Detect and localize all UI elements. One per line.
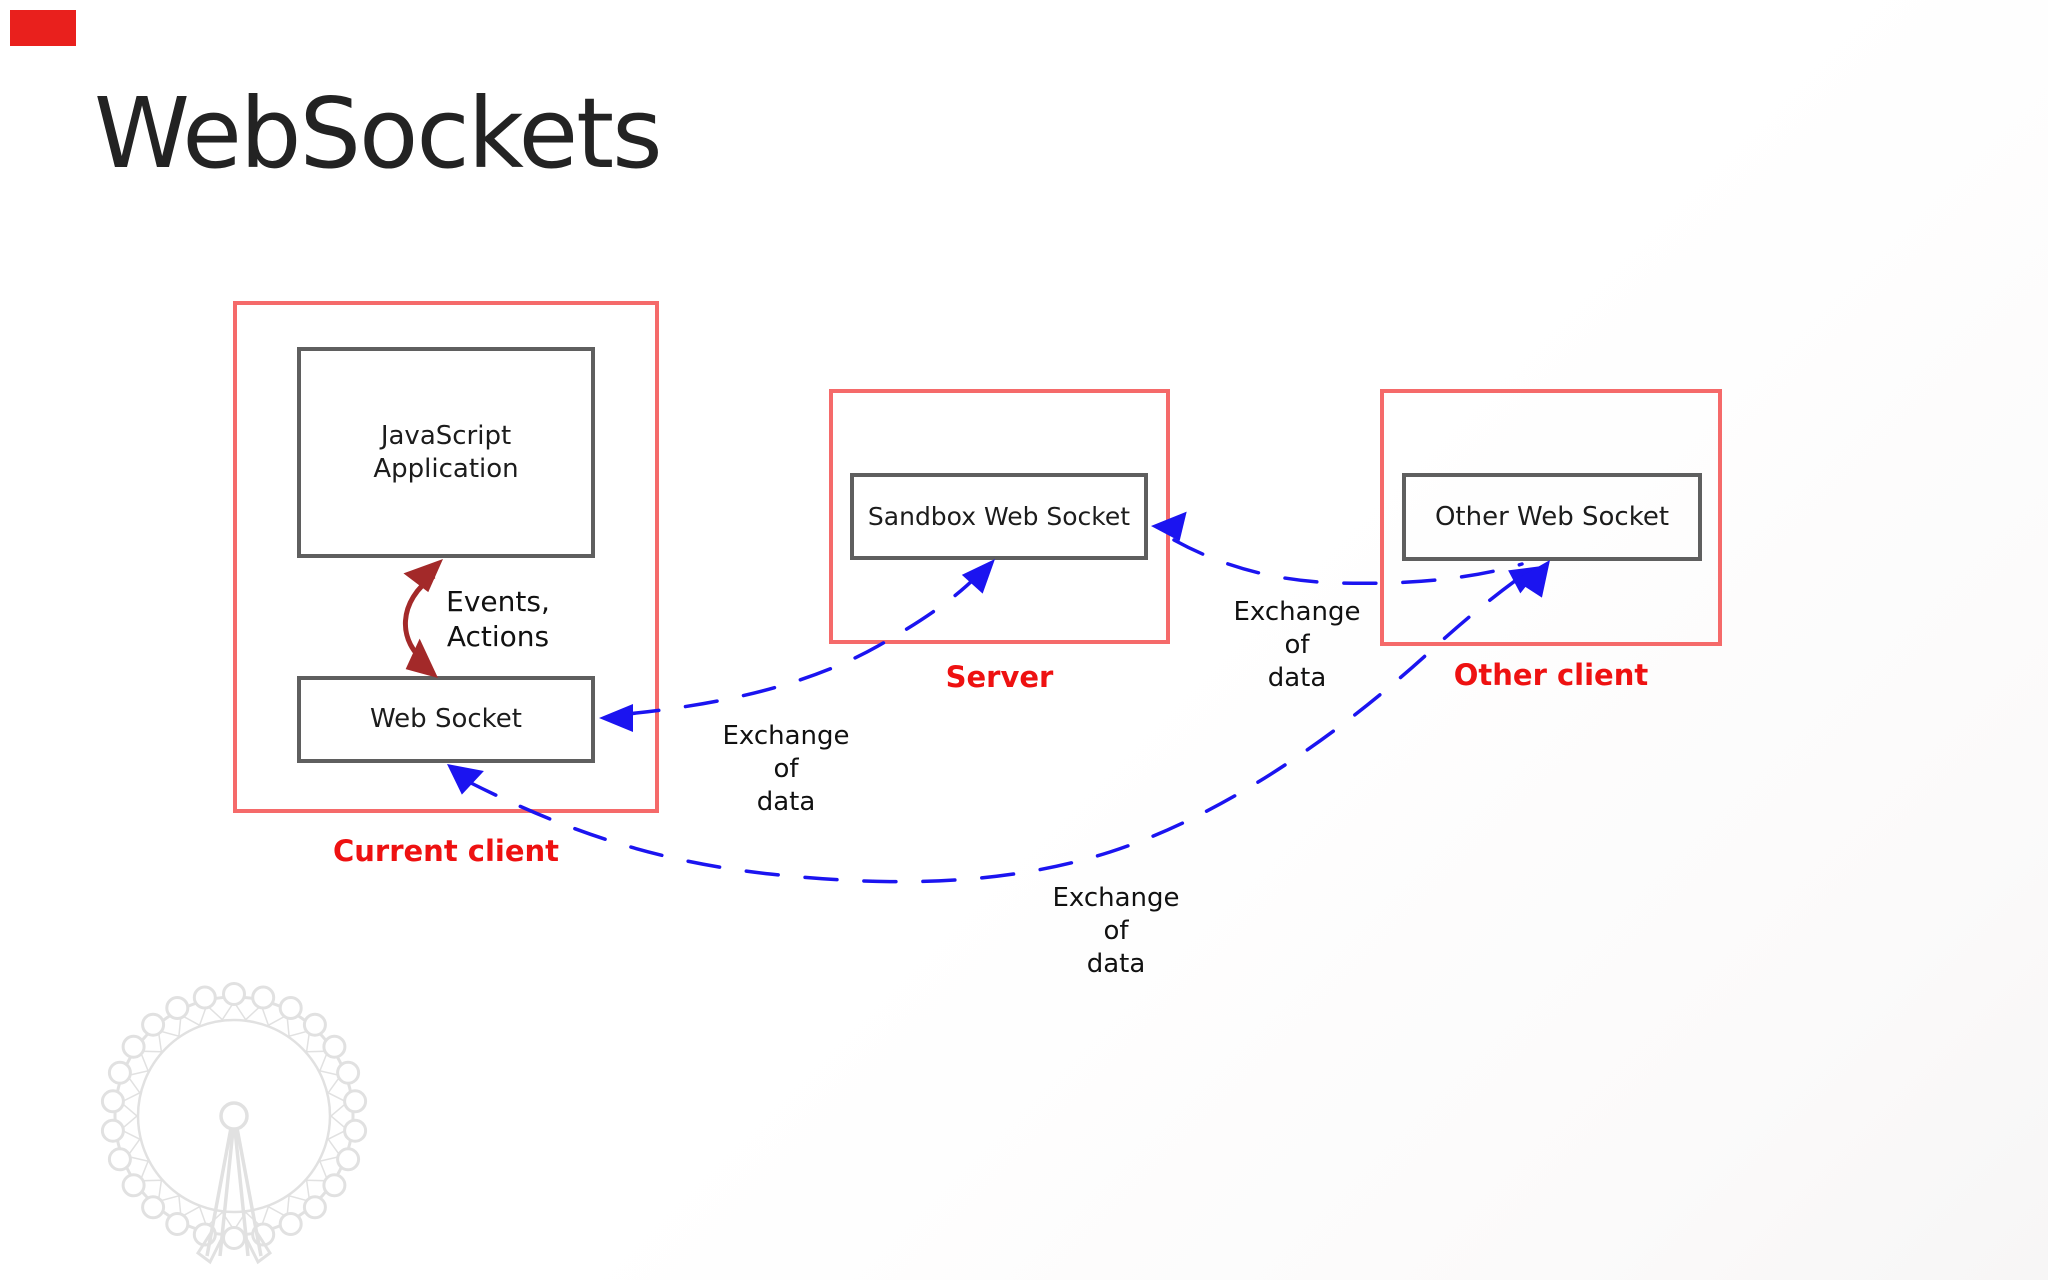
- other-client-label: Other client: [1453, 658, 1649, 692]
- web-socket-box: Web Socket: [297, 676, 595, 763]
- exchange-of-data-label-client-other: Exchange of data: [1052, 883, 1180, 979]
- exchange-of-data-label-client-server: Exchange of data: [722, 721, 850, 817]
- current-client-label: Current client: [332, 834, 560, 868]
- events-actions-label: Events, Actions: [446, 585, 550, 653]
- recording-marker: [10, 10, 76, 46]
- ferris-wheel-pods: [100, 982, 368, 1250]
- other-client-container: [1380, 389, 1722, 646]
- sandbox-web-socket-box: Sandbox Web Socket: [850, 473, 1148, 560]
- london-eye-logo: [100, 982, 368, 1265]
- page-title: WebSockets: [94, 77, 663, 190]
- current-client-container: [233, 301, 659, 813]
- other-web-socket-box: Other Web Socket: [1402, 473, 1702, 561]
- server-label: Server: [945, 660, 1054, 694]
- javascript-application-box: JavaScript Application: [297, 347, 595, 558]
- exchange-of-data-label-server-other: Exchange of data: [1233, 597, 1361, 693]
